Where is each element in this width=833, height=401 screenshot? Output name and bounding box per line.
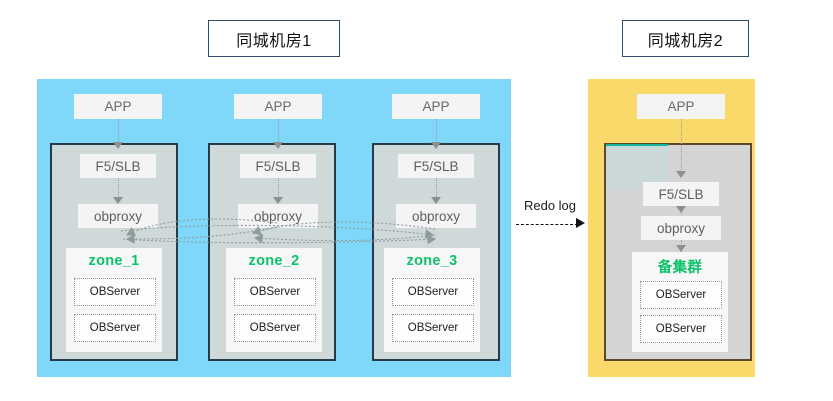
proxy-box-1: obproxy [78,204,158,228]
title-label-standby: 同城机房2 [647,32,724,50]
observer-box-standby-1: OBServer [640,281,722,309]
proxy-box-3: obproxy [396,204,476,228]
redo-log-arrow-line [516,224,578,225]
proxy-box-2: obproxy [238,204,318,228]
arrowhead-proxy-to-zone-standby [676,245,686,252]
arrow-lb-to-proxy-1 [118,178,120,199]
lb-box-3: F5/SLB [398,154,474,178]
title-box-primary: 同城机房1 [208,20,340,57]
arrow-app-to-lb-2 [278,119,280,143]
arrowhead-app-to-lb-2 [273,142,283,149]
observer-box-1-2: OBServer [74,314,156,342]
standby-accent-panel [606,144,668,189]
link-zone1-to-zone3 [120,224,435,239]
arrowhead-lb-to-proxy-2 [273,197,283,204]
arrowhead-lb-to-proxy-3 [431,197,441,204]
app-box-3: APP [392,94,480,119]
arrowhead-app-to-lb-1 [113,142,123,149]
arrowhead-lb-to-proxy-1 [113,197,123,204]
observer-box-3-1: OBServer [392,278,474,306]
app-box-standby: APP [637,94,725,119]
arrow-lb-to-proxy-3 [436,178,438,199]
arrowhead-app-to-lb-standby [676,171,686,178]
observer-box-1-1: OBServer [74,278,156,306]
arrow-lb-to-proxy-2 [278,178,280,199]
observer-box-3-2: OBServer [392,314,474,342]
zone-label-2: zone_2 [248,253,300,269]
arrowhead-lb-to-proxy-standby [676,206,686,213]
redo-log-arrowhead [576,218,585,228]
proxy-box-standby: obproxy [641,216,721,240]
observer-box-2-1: OBServer [234,278,316,306]
lb-box-1: F5/SLB [80,154,156,178]
app-box-1: APP [74,94,162,119]
zone-label-3: zone_3 [406,253,458,269]
arrow-app-to-lb-3 [436,119,438,143]
lb-box-standby: F5/SLB [643,182,719,206]
arrowhead-app-to-lb-3 [431,142,441,149]
redo-log-label: Redo log [523,198,577,213]
link-zone3b-to-zone2 [253,233,436,244]
zone-label-standby: 备集群 [657,260,703,276]
lb-box-2: F5/SLB [240,154,316,178]
observer-box-standby-2: OBServer [640,315,722,343]
title-box-standby: 同城机房2 [622,20,749,57]
title-label-primary: 同城机房1 [236,32,312,50]
observer-box-2-2: OBServer [234,314,316,342]
zone-label-1: zone_1 [88,253,140,269]
link-zone1b-to-zone3 [122,234,437,245]
link-zone3-to-zone2 [251,221,436,236]
link-zone2-to-zone1 [126,218,278,236]
arrow-app-to-lb-1 [118,119,120,143]
arrow-app-to-lb-standby [681,119,683,172]
cross-zone-mesh [120,218,437,245]
app-box-2: APP [234,94,322,119]
